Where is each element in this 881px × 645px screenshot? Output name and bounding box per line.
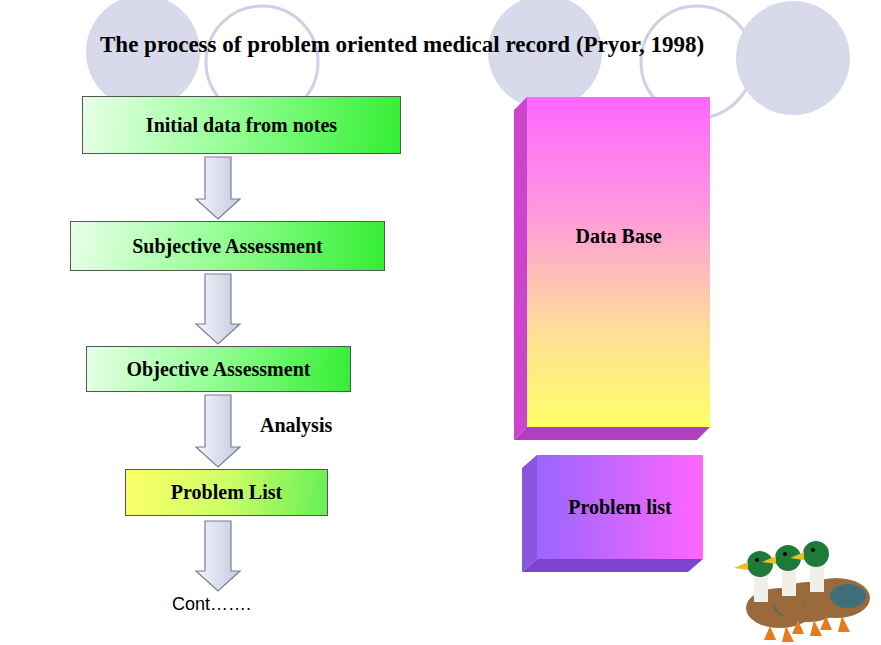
block-arrow <box>196 521 240 591</box>
edge-label: Analysis <box>260 414 332 437</box>
block-side <box>522 455 537 572</box>
node-text: Data Base <box>575 225 661 248</box>
node-text: Initial data from notes <box>146 114 337 137</box>
node-text: Objective Assessment <box>127 358 311 381</box>
process-box: Subjective Assessment <box>70 221 385 271</box>
diagram-title: The process of problem oriented medical … <box>100 32 704 58</box>
problem-list-box: Problem List <box>125 469 328 516</box>
process-box: Initial data from notes <box>82 96 401 154</box>
block-side <box>514 427 710 440</box>
node-text: Problem list <box>568 496 672 519</box>
continuation-label: Cont……. <box>172 594 251 615</box>
deco-circle <box>736 1 850 115</box>
block-arrow <box>196 274 240 344</box>
node-text: Problem List <box>171 481 282 504</box>
node-text: Subjective Assessment <box>132 235 323 258</box>
duck-illustration <box>734 541 870 642</box>
block-side <box>514 97 527 440</box>
block-arrow <box>196 395 240 467</box>
database-block: Data Base <box>527 97 710 427</box>
block-arrow <box>196 157 240 219</box>
block-side <box>522 559 703 572</box>
process-box: Objective Assessment <box>86 346 351 392</box>
problem-list-block: Problem list <box>537 455 703 559</box>
